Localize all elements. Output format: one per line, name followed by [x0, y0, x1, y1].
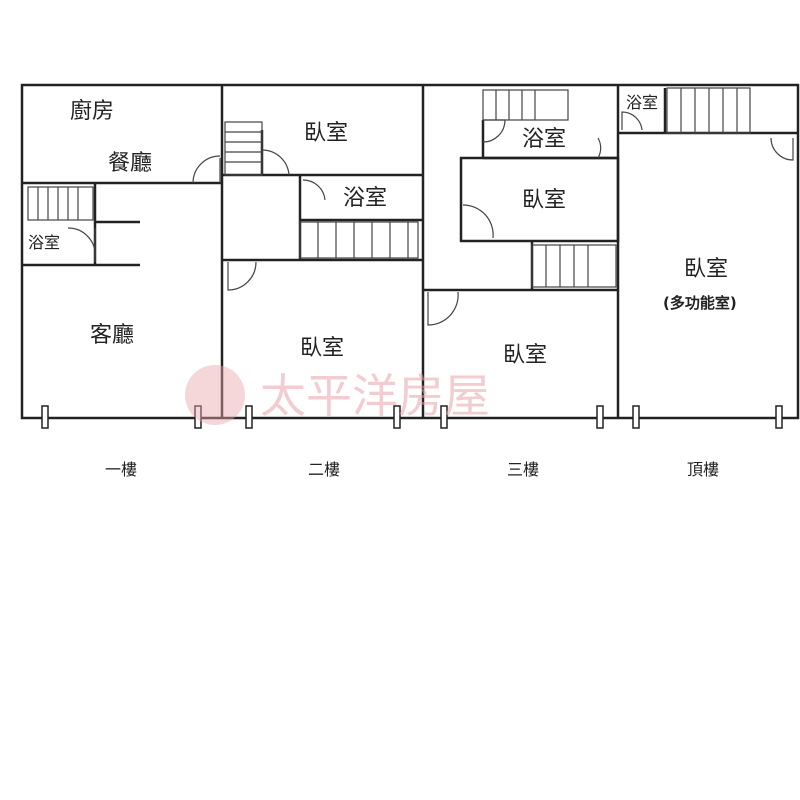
room-label: 客廳 [90, 323, 134, 348]
top-floor-walls [618, 87, 798, 161]
floor-label: 一樓 [105, 460, 137, 479]
room-label: 臥室 [304, 121, 348, 146]
room-label: 臥室 [684, 257, 728, 282]
room-label: 廚房 [70, 99, 114, 124]
watermark: 太平洋房屋 [185, 365, 490, 425]
outer-wall [20, 83, 800, 420]
watermark-text: 太平洋房屋 [260, 369, 490, 423]
room-label: 餐廳 [108, 151, 152, 176]
room-label: 浴室 [626, 93, 658, 112]
floor-label: 三樓 [507, 460, 539, 479]
floor-label: 二樓 [308, 460, 340, 479]
room-label: 浴室 [28, 233, 60, 252]
window-marks [41, 405, 783, 429]
room-label: 臥室 [522, 188, 566, 213]
floor-label: 頂樓 [687, 460, 719, 479]
floor-3-walls [423, 89, 620, 326]
room-label: 浴室 [343, 186, 387, 211]
room-label: 臥室 [300, 336, 344, 361]
room-label: 臥室 [503, 343, 547, 368]
room-label: 浴室 [522, 127, 566, 152]
floor-2-walls [222, 121, 423, 291]
room-note: (多功能室) [663, 294, 737, 312]
watermark-logo-icon [185, 365, 245, 425]
floor-1-walls [22, 155, 222, 267]
